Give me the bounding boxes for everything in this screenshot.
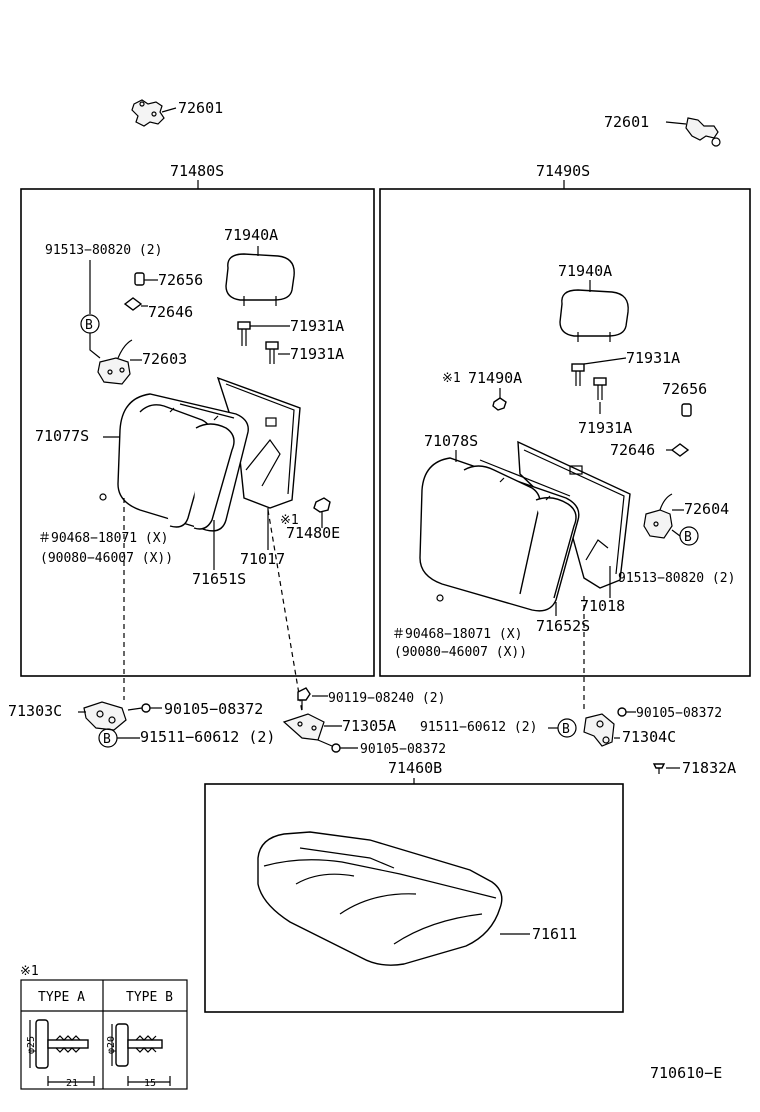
label-90468-left: ＃90468−18071 (X) [38, 531, 168, 546]
harness-72601-right [665, 117, 721, 147]
label-71832a: 71832A [682, 759, 736, 777]
hinge-71303c [83, 701, 127, 731]
label-71490a: 71490A [468, 369, 522, 387]
label-90119: 90119−08240 (2) [328, 691, 445, 706]
marker-b-right-bottom [557, 718, 577, 738]
label-91511-left: 91511−60612 (2) [140, 728, 275, 746]
marker-b-right-top-text: B [684, 530, 692, 545]
legend-type-a: TYPE A [38, 990, 85, 1005]
hinge-71304c [583, 713, 615, 747]
legend-ref: ※1 [20, 964, 39, 979]
headrest-right [559, 289, 629, 342]
label-71931a-right-2: 71931A [578, 419, 632, 437]
label-71018: 71018 [580, 597, 625, 615]
label-90105-left: 90105−08372 [164, 700, 263, 718]
label-72646-right: 72646 [610, 441, 655, 459]
label-72656-left: 72656 [158, 271, 203, 289]
label-71940a-left: 71940A [224, 226, 278, 244]
label-90080-right: (90080−46007 (X)) [394, 645, 527, 660]
label-71304c: 71304C [622, 728, 676, 746]
right-seatback-box [379, 188, 751, 677]
label-91511-middle: 91511−60612 (2) [420, 720, 537, 735]
seatback-cushion-71078s [419, 457, 580, 612]
label-72601-left: 72601 [178, 99, 223, 117]
label-91513-right: 91513−80820 (2) [618, 571, 735, 586]
left-seatback-box [20, 188, 375, 677]
diagram-id: 710610−E [650, 1064, 722, 1082]
marker-b-right-top [679, 526, 699, 546]
guide-71931a-left-1 [237, 321, 251, 346]
type-a-fastener-drawing [29, 1019, 95, 1086]
clip-72656-right [681, 403, 692, 417]
type-b-fastener-drawing [111, 1023, 171, 1086]
legend-len-b: 15 [144, 1078, 156, 1089]
legend-dia-b: φ20 [106, 1036, 117, 1054]
legend-dia-a: φ25 [26, 1036, 37, 1054]
label-71305a: 71305A [342, 717, 396, 735]
bolt-90105-left [127, 703, 151, 713]
bolt-90105-right [617, 707, 627, 717]
clip-71490a [492, 397, 507, 411]
pin-71832a [652, 763, 666, 774]
label-90105-middle: 90105−08372 [360, 742, 446, 757]
label-71931a-left-1: 71931A [290, 317, 344, 335]
label-71931a-left-2: 71931A [290, 345, 344, 363]
label-72604: 72604 [684, 500, 729, 518]
label-71490s: 71490S [536, 162, 590, 180]
label-71652s: 71652S [536, 617, 590, 635]
guide-71931a-left-2 [265, 341, 279, 364]
label-72601-right: 72601 [604, 113, 649, 131]
label-90468-right: ＃90468−18071 (X) [392, 627, 522, 642]
label-71611: 71611 [532, 925, 577, 943]
label-71651s: 71651S [192, 570, 246, 588]
label-90080-left: (90080−46007 (X)) [40, 551, 173, 566]
harness-72601-left [131, 99, 177, 127]
marker-b-left-bottom-text: B [103, 732, 111, 747]
label-91513-left: 91513−80820 (2) [45, 243, 162, 258]
guide-71931a-right-2 [593, 377, 607, 400]
ref-mark-right: ※1 [442, 371, 461, 386]
seat-cushion-box [204, 783, 624, 1013]
lock-72603 [97, 339, 133, 385]
label-71480s: 71480S [170, 162, 224, 180]
clip-72646-right [670, 443, 690, 457]
marker-b-right-bottom-text: B [562, 722, 570, 737]
label-72603: 72603 [142, 350, 187, 368]
label-71931a-right-1: 71931A [626, 349, 680, 367]
legend-type-b: TYPE B [126, 990, 173, 1005]
label-90105-right: 90105−08372 [636, 706, 722, 721]
label-71460b: 71460B [388, 759, 442, 777]
label-71303c: 71303C [8, 702, 62, 720]
legend-len-a: 21 [66, 1078, 78, 1089]
label-71017: 71017 [240, 550, 285, 568]
guide-71931a-right-1 [571, 363, 585, 386]
marker-b-left-top-text: B [85, 318, 93, 333]
clip-71480e [313, 497, 331, 513]
lock-72604 [643, 493, 673, 539]
label-71078s: 71078S [424, 432, 478, 450]
headrest-left [225, 253, 295, 306]
label-72646-left: 72646 [148, 303, 193, 321]
ref-mark-left: ※1 [280, 513, 299, 528]
hinge-71305a [282, 713, 325, 741]
label-71480e: 71480E [286, 524, 340, 542]
clip-72646-left [123, 297, 143, 311]
bolt-90105-middle [317, 739, 341, 753]
clip-72656-left [134, 272, 145, 286]
label-71077s: 71077S [35, 427, 89, 445]
seatback-cushion-71077s [117, 393, 249, 532]
bolt-90119 [297, 687, 311, 710]
fastener-legend-table [20, 979, 188, 1090]
label-71940a-right: 71940A [558, 262, 612, 280]
seat-cushion-71611 [257, 831, 503, 966]
label-72656-right: 72656 [662, 380, 707, 398]
